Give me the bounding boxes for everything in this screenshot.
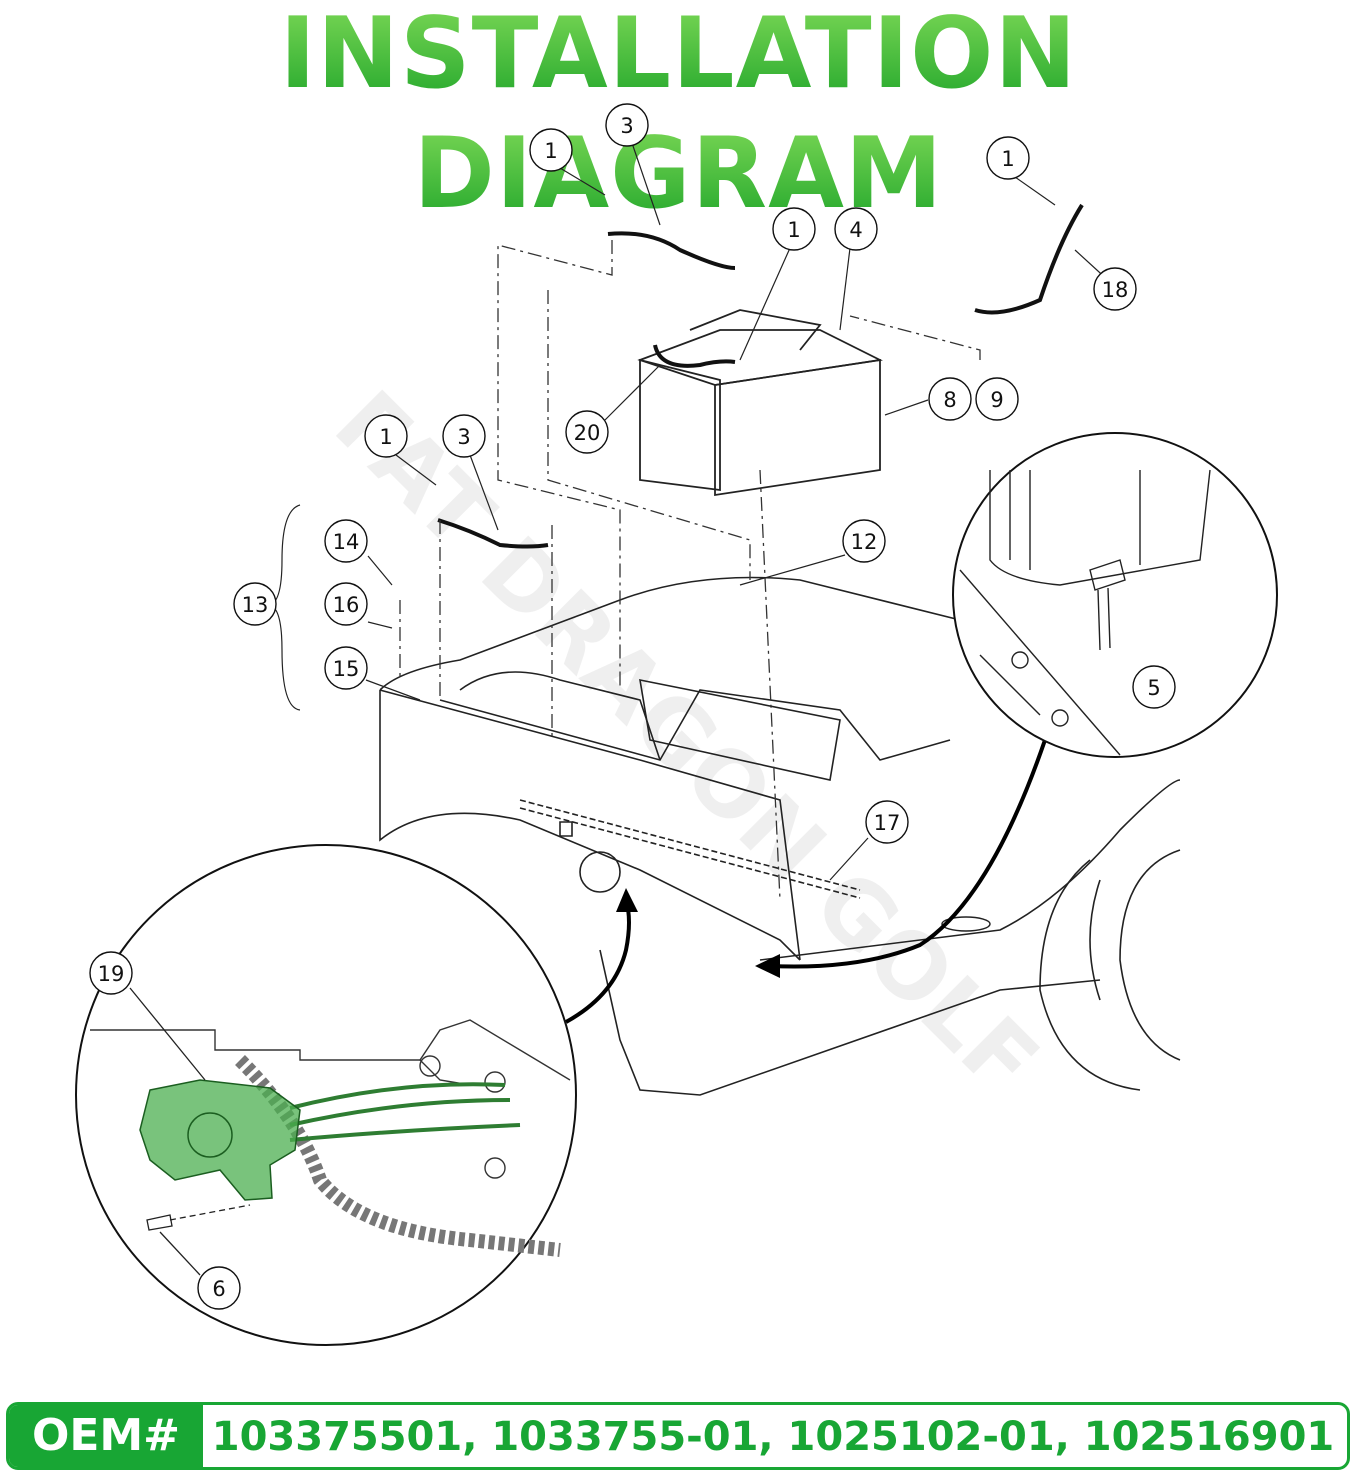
svg-text:12: 12 xyxy=(851,530,878,554)
svg-text:1: 1 xyxy=(1001,147,1014,171)
svg-text:17: 17 xyxy=(874,811,901,835)
svg-text:15: 15 xyxy=(333,657,360,681)
callout: 18 xyxy=(1093,267,1137,311)
svg-text:16: 16 xyxy=(333,593,360,617)
callout: 1 xyxy=(364,414,408,458)
callout: 14 xyxy=(324,519,368,563)
callout: 15 xyxy=(324,646,368,690)
svg-text:8: 8 xyxy=(943,388,956,412)
callout: 19 xyxy=(89,951,133,995)
svg-text:19: 19 xyxy=(98,962,125,986)
connector-highlight xyxy=(139,1079,301,1201)
callout: 17 xyxy=(865,800,909,844)
detail-view-connector xyxy=(75,844,577,1346)
callout: 6 xyxy=(197,1266,241,1310)
oem-bar: OEM# 103375501, 1033755-01, 1025102-01, … xyxy=(6,1402,1350,1470)
oem-label: OEM# xyxy=(9,1405,203,1467)
oem-part-numbers: 103375501, 1033755-01, 1025102-01, 10251… xyxy=(211,1414,1335,1460)
callout: 20 xyxy=(565,410,609,454)
svg-text:1: 1 xyxy=(544,139,557,163)
callout: 16 xyxy=(324,582,368,626)
svg-text:9: 9 xyxy=(990,388,1003,412)
callout: 5 xyxy=(1132,665,1176,709)
battery-pack xyxy=(637,309,883,497)
svg-text:1: 1 xyxy=(787,218,800,242)
svg-text:13: 13 xyxy=(242,593,269,617)
battery-cables xyxy=(437,203,1084,549)
svg-text:20: 20 xyxy=(574,421,601,445)
svg-text:14: 14 xyxy=(333,530,360,554)
pointer-arrows xyxy=(565,739,1047,1024)
svg-text:3: 3 xyxy=(620,114,633,138)
cart-logo xyxy=(941,916,991,932)
callout: 13 xyxy=(233,582,277,626)
detail-view-ground xyxy=(952,432,1278,758)
callout: 1 xyxy=(529,128,573,172)
page-title: INSTALLATION DIAGRAM xyxy=(0,0,1357,234)
guide-lines xyxy=(399,240,981,901)
arrow-heads xyxy=(616,888,780,978)
svg-text:6: 6 xyxy=(212,1277,225,1301)
callout: 1 xyxy=(986,136,1030,180)
callout: 3 xyxy=(442,414,486,458)
svg-text:1: 1 xyxy=(379,425,392,449)
svg-text:18: 18 xyxy=(1102,278,1129,302)
callout: 12 xyxy=(842,519,886,563)
svg-text:4: 4 xyxy=(849,218,862,242)
callout: 9 xyxy=(975,377,1019,421)
svg-text:5: 5 xyxy=(1147,676,1160,700)
callout: 3 xyxy=(605,103,649,147)
callout: 1 xyxy=(772,207,816,251)
cart-body xyxy=(379,576,1181,1096)
svg-text:3: 3 xyxy=(457,425,470,449)
callout: 8 xyxy=(928,377,972,421)
callout: 4 xyxy=(834,207,878,251)
